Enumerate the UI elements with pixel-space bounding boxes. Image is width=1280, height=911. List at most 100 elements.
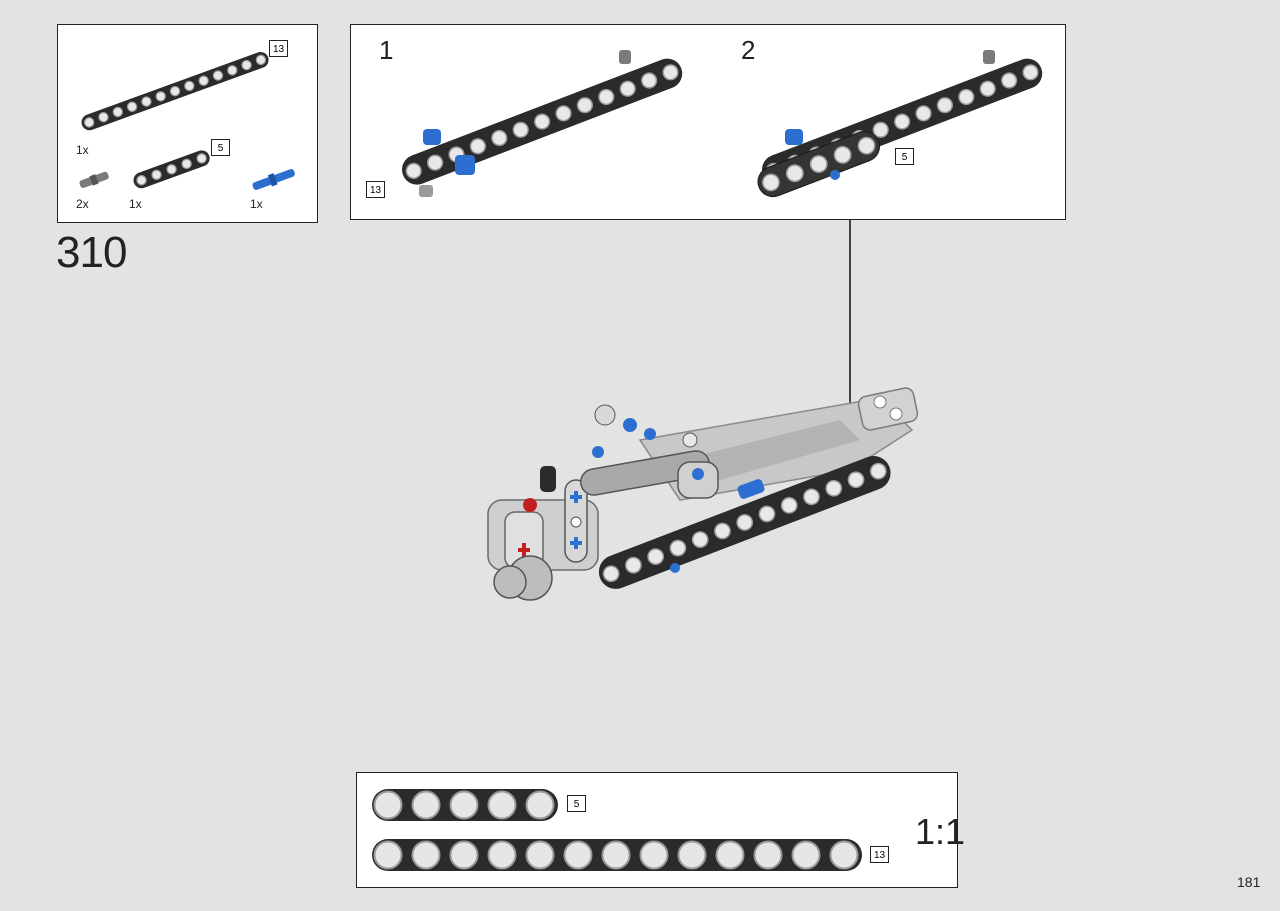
page-number: 181 bbox=[1237, 874, 1261, 890]
substep-2-beam-5 bbox=[757, 131, 880, 198]
scale-length-label-13: 13 bbox=[870, 846, 889, 863]
beam-hole bbox=[166, 164, 177, 175]
substeps-graphics bbox=[402, 50, 1043, 198]
beam-hole bbox=[833, 145, 852, 164]
length-label-13: 13 bbox=[269, 40, 288, 57]
substep-2-length-label: 5 bbox=[895, 148, 914, 165]
grey-axle-pin-part bbox=[79, 171, 109, 188]
gear-assembly bbox=[487, 404, 765, 601]
beam-hole bbox=[196, 153, 207, 164]
beam-hole bbox=[869, 462, 887, 480]
beam-hole bbox=[780, 496, 798, 514]
beam-hole bbox=[576, 97, 593, 114]
beam-hole bbox=[151, 169, 162, 180]
beam-hole bbox=[184, 80, 195, 92]
beam-hole bbox=[136, 175, 147, 186]
length-label-5: 5 bbox=[211, 139, 230, 156]
beam-hole bbox=[83, 117, 95, 128]
beam-hole bbox=[619, 80, 636, 97]
beam-hole bbox=[915, 105, 932, 122]
beam-hole bbox=[936, 97, 953, 114]
beam-hole bbox=[602, 565, 620, 583]
beam-hole bbox=[449, 840, 479, 870]
substep-2-number: 2 bbox=[741, 35, 756, 65]
beam-hole bbox=[373, 790, 403, 820]
scale-beam-13 bbox=[372, 839, 862, 871]
beam-hole bbox=[98, 111, 109, 123]
beam-hole bbox=[512, 121, 529, 138]
beam-hole bbox=[639, 840, 669, 870]
scale-beam-5 bbox=[372, 789, 558, 821]
substep-1-grey-pin-bottom bbox=[419, 185, 433, 197]
beam-hole bbox=[894, 113, 911, 130]
beam-hole bbox=[714, 522, 731, 540]
parts-list-graphics bbox=[79, 52, 295, 190]
qty-beam-13: 1x bbox=[76, 143, 89, 157]
beam-hole bbox=[847, 471, 865, 489]
beam-hole bbox=[411, 790, 441, 820]
blue-pin-attached bbox=[737, 479, 765, 499]
beam-hole bbox=[829, 840, 859, 870]
qty-grey-axle-pin: 2x bbox=[76, 197, 89, 211]
beam-hole bbox=[373, 840, 403, 870]
beam-hole bbox=[449, 790, 479, 820]
blue-pin-part bbox=[252, 169, 295, 190]
beam-5-part bbox=[133, 150, 210, 189]
substep-2-blue-pin-inserted bbox=[830, 170, 840, 180]
beam-hole bbox=[736, 514, 754, 531]
beam-hole bbox=[212, 70, 224, 81]
beam-hole bbox=[405, 162, 422, 179]
beam-hole bbox=[491, 129, 508, 147]
grey-wedge-panel bbox=[638, 397, 914, 501]
beam-hole bbox=[872, 121, 889, 138]
beam-hole bbox=[803, 488, 820, 506]
substeps-callout-panel: 1 2 13 5 bbox=[350, 24, 1066, 220]
beam-hole bbox=[647, 548, 665, 566]
beam-hole bbox=[227, 65, 238, 76]
beam-hole bbox=[677, 840, 707, 870]
beam-hole bbox=[126, 101, 138, 112]
beam-hole bbox=[958, 88, 975, 106]
beam-hole bbox=[598, 88, 615, 106]
beam-hole bbox=[857, 136, 876, 155]
beam-hole bbox=[169, 85, 181, 97]
substep-2-grey-pin-top bbox=[983, 50, 995, 64]
beam-hole bbox=[662, 64, 679, 81]
substep-2-blue-pin bbox=[785, 129, 803, 145]
beam-hole bbox=[715, 840, 745, 870]
beam-hole bbox=[563, 840, 593, 870]
qty-blue-pin: 1x bbox=[250, 197, 263, 211]
beam-13-part bbox=[81, 52, 269, 131]
scale-length-label-5: 5 bbox=[567, 795, 586, 812]
beam-hole bbox=[1022, 64, 1039, 81]
beam-hole bbox=[791, 840, 821, 870]
beam-hole bbox=[241, 59, 252, 71]
step-number: 310 bbox=[56, 228, 127, 277]
beam-hole bbox=[691, 531, 709, 548]
scale-reference-panel: 5 13 1:1 bbox=[356, 772, 965, 888]
beam-hole bbox=[427, 154, 444, 171]
beam-hole bbox=[753, 840, 783, 870]
beam-hole bbox=[155, 91, 166, 102]
beam-hole bbox=[669, 539, 687, 557]
beam-hole bbox=[785, 164, 804, 183]
beam-hole bbox=[979, 80, 996, 97]
beam-hole bbox=[625, 556, 642, 574]
qty-beam-5: 1x bbox=[129, 197, 142, 211]
beam-hole bbox=[525, 790, 555, 820]
beam-hole bbox=[534, 113, 551, 130]
scale-beams-graphics bbox=[372, 789, 862, 871]
main-black-beam bbox=[598, 455, 891, 589]
substep-1-beam bbox=[402, 58, 683, 185]
beam-hole bbox=[411, 840, 441, 870]
beam-hole bbox=[809, 155, 828, 174]
substep-1-blue-pin-left bbox=[423, 129, 441, 145]
beam-hole bbox=[198, 75, 209, 86]
beam-hole bbox=[181, 158, 192, 170]
beam-hole bbox=[555, 105, 572, 122]
beam-hole bbox=[487, 840, 517, 870]
beam-hole bbox=[1001, 72, 1018, 89]
beam-hole bbox=[141, 96, 152, 107]
beam-hole bbox=[469, 138, 486, 155]
substep-1-blue-pin-lower bbox=[455, 155, 475, 175]
